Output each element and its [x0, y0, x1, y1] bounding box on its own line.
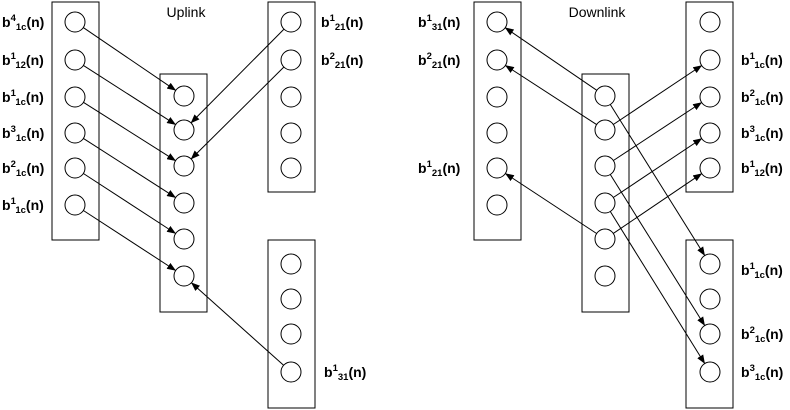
ul-rb-node-3 — [280, 323, 302, 345]
downlink-label-1: b131(n) — [418, 13, 460, 33]
dl-rt-node-3 — [699, 86, 721, 108]
dl-rb-node-3 — [699, 323, 721, 345]
dl-mid-node-5 — [594, 228, 616, 250]
downlink-arrow-2 — [504, 64, 597, 126]
dl-rt-node-2 — [699, 49, 721, 71]
downlink-arrow-1 — [504, 27, 598, 91]
downlink-label-6: b31c(n) — [741, 124, 783, 144]
uplink-label-1: b41c(n) — [2, 13, 44, 33]
dl-left-node-1 — [486, 11, 508, 33]
ul-rt-node-4 — [280, 122, 302, 144]
downlink-arrow-8 — [609, 104, 706, 256]
dl-left-node-3 — [486, 86, 508, 108]
dl-left-node-2 — [486, 49, 508, 71]
ul-rt-node-1 — [280, 11, 302, 33]
uplink-arrow-5 — [83, 173, 177, 234]
uplink-arrow-6 — [83, 210, 177, 271]
uplink-label-3: b11c(n) — [2, 88, 44, 108]
dl-mid-node-4 — [594, 192, 616, 214]
downlink-label-2: b221(n) — [418, 51, 460, 71]
dl-mid-node-2 — [594, 119, 616, 141]
ul-rt-node-3 — [280, 86, 302, 108]
downlink-arrow-9 — [609, 174, 706, 326]
ul-mid-node-6 — [173, 265, 195, 287]
dl-left-node-5 — [486, 157, 508, 179]
ul-mid-node-4 — [173, 192, 195, 214]
downlink-arrow-6 — [613, 138, 703, 198]
downlink-arrow-7 — [613, 173, 703, 234]
ul-mid-node-1 — [173, 85, 195, 107]
dl-rt-node-1 — [699, 11, 721, 33]
downlink-arrow-10 — [609, 211, 706, 364]
ul-rb-node-1 — [280, 253, 302, 275]
uplink-label-5: b21c(n) — [2, 159, 44, 179]
uplink-arrow-2 — [83, 64, 177, 126]
downlink-label-10: b31c(n) — [741, 363, 783, 383]
uplink-title: Uplink — [167, 4, 207, 20]
ul-left-node-2 — [64, 49, 86, 71]
ul-left-node-4 — [64, 122, 86, 144]
uplink-arrow-8 — [190, 66, 285, 160]
ul-mid-node-2 — [173, 119, 195, 141]
uplink-label-8: b221(n) — [321, 51, 363, 71]
ul-left-node-1 — [64, 11, 86, 33]
dl-left-node-6 — [486, 194, 508, 216]
downlink-arrow-5 — [613, 102, 703, 161]
uplink-arrow-9 — [191, 282, 284, 366]
downlink-label-3: b121(n) — [418, 159, 460, 179]
ul-rb-node-2 — [280, 288, 302, 310]
uplink-arrow-4 — [83, 137, 177, 199]
downlink-title: Downlink — [569, 4, 627, 20]
ul-rb-node-4 — [280, 361, 302, 383]
downlink-label-9: b21c(n) — [741, 325, 783, 345]
dl-mid-node-6 — [594, 265, 616, 287]
downlink-arrow-4 — [613, 65, 703, 125]
uplink-label-2: b112(n) — [2, 51, 44, 71]
ul-left-node-5 — [64, 157, 86, 179]
dl-rt-node-5 — [699, 157, 721, 179]
downlink-label-8: b11c(n) — [741, 261, 783, 281]
dl-rb-node-2 — [699, 288, 721, 310]
downlink-label-4: b11c(n) — [741, 51, 783, 71]
ul-left-node-3 — [64, 86, 86, 108]
ul-mid-node-3 — [173, 155, 195, 177]
downlink-label-7: b112(n) — [741, 159, 783, 179]
uplink-arrow-7 — [190, 28, 285, 124]
downlink-arrow-3 — [504, 173, 597, 234]
downlink-label-5: b21c(n) — [741, 88, 783, 108]
uplink-label-4: b31c(n) — [2, 124, 44, 144]
uplink-arrow-1 — [83, 27, 177, 91]
dl-left-node-4 — [486, 122, 508, 144]
uplink-label-6: b11c(n) — [2, 196, 44, 216]
uplink-label-9: b131(n) — [324, 363, 366, 383]
ul-left-node-6 — [64, 194, 86, 216]
dl-mid-node-1 — [594, 85, 616, 107]
dl-rb-node-4 — [699, 361, 721, 383]
ul-mid-node-5 — [173, 228, 195, 250]
uplink-arrow-3 — [83, 101, 177, 162]
dl-mid-node-3 — [594, 155, 616, 177]
ul-rt-node-5 — [280, 157, 302, 179]
dl-rb-node-1 — [699, 253, 721, 275]
ul-rt-node-2 — [280, 49, 302, 71]
dl-rt-node-4 — [699, 122, 721, 144]
uplink-label-7: b121(n) — [321, 13, 363, 33]
